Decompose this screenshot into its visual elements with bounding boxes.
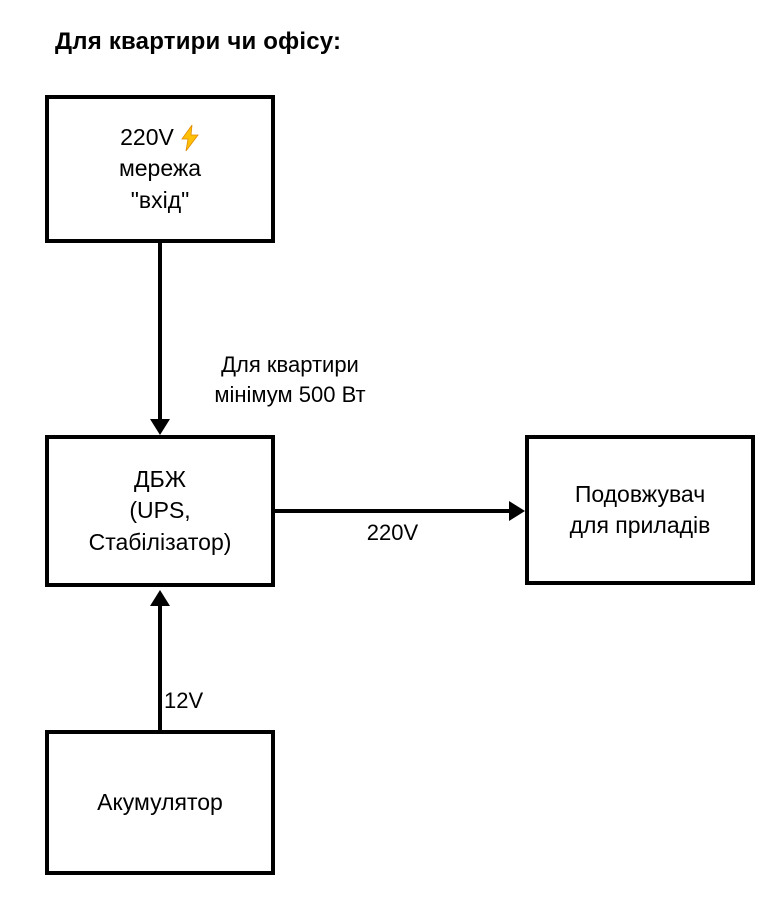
ups-label: ДБЖ (UPS, Стабілізатор)	[88, 466, 232, 555]
mains-voltage-text: 220V	[120, 124, 174, 151]
arrowhead-up-icon	[150, 590, 170, 606]
node-ups: ДБЖ (UPS, Стабілізатор)	[45, 435, 275, 587]
diagram-title: Для квартири чи офісу:	[55, 28, 342, 55]
node-extension-cord: Подовжувач для приладів	[525, 435, 755, 585]
edge-battery-to-ups-label: 12V	[164, 688, 204, 713]
node-battery: Акумулятор	[45, 730, 275, 875]
arrowhead-right-icon	[509, 501, 525, 521]
battery-label: Акумулятор	[97, 788, 223, 815]
lightning-bolt-icon	[181, 124, 199, 151]
node-mains-content: 220V мережа "вхід"	[119, 122, 201, 215]
node-mains-input: 220V мережа "вхід"	[45, 95, 275, 243]
mains-voltage-line: 220V	[120, 122, 200, 153]
edge-ups-to-extension-label: 220V	[366, 520, 419, 545]
edge-mains-to-ups-label: Для квартири мінімум 500 Вт	[214, 352, 366, 407]
mains-label: мережа "вхід"	[118, 155, 202, 213]
extension-label: Подовжувач для приладів	[569, 480, 711, 538]
arrowhead-down-icon	[150, 419, 170, 435]
edge-ups-to-extension-line	[275, 509, 511, 513]
edge-mains-to-ups-line	[158, 243, 162, 421]
edge-battery-to-ups-line	[158, 606, 162, 730]
